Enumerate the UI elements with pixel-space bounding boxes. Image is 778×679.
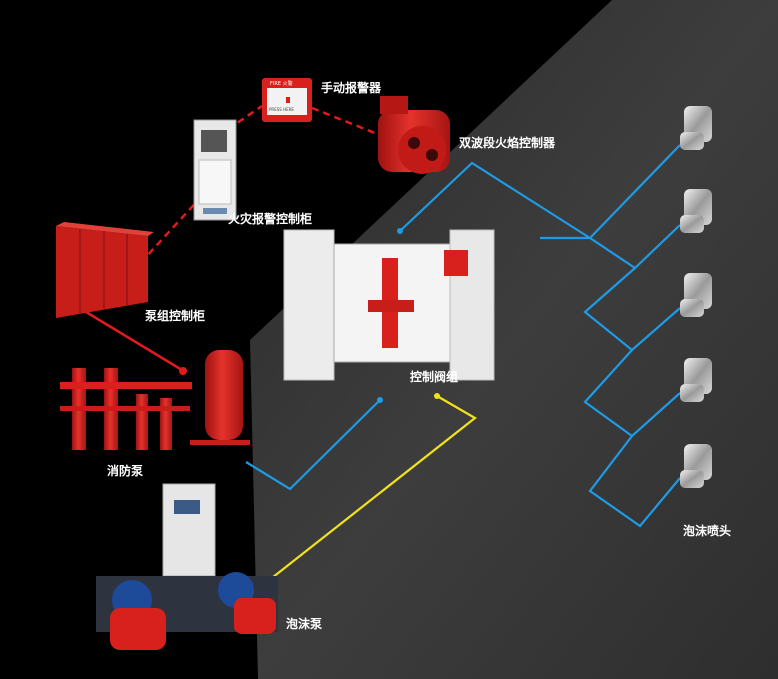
pump-cabinet-link-dot <box>179 367 187 375</box>
background-wedge <box>250 0 778 679</box>
fire-pump-device <box>60 350 250 450</box>
foam-nozzle <box>680 358 712 402</box>
foam-nozzle-label: 泡沫喷头 <box>683 524 732 538</box>
manual-alarm-plate-text: FIRE 火警 <box>270 80 293 87</box>
foam-pump-label: 泡沫泵 <box>286 617 323 631</box>
manual-alarm-device: FIRE 火警 PRESS HERE <box>262 78 312 122</box>
flame-controller-device <box>378 96 450 174</box>
control-valve-label: 控制阀组 <box>410 370 459 384</box>
foam-nozzle <box>680 189 712 233</box>
blue-link-dot-top <box>397 228 403 234</box>
yellow-link-dot <box>434 393 440 399</box>
fire-alarm-cabinet-device <box>193 119 237 221</box>
fire-pump-label: 消防泵 <box>107 464 144 478</box>
foam-nozzle <box>680 106 712 150</box>
foam-nozzle-group <box>680 106 712 488</box>
pump-control-cabinet-device <box>56 222 154 318</box>
blue-links <box>245 144 681 528</box>
alarm-links <box>144 104 386 259</box>
control-valve-cabinet-device <box>283 229 495 381</box>
manual-alarm-press-text: PRESS HERE <box>269 107 294 112</box>
yellow-link <box>262 395 477 586</box>
manual-alarm-label: 手动报警器 <box>321 81 382 95</box>
pump-cabinet-link <box>85 310 183 372</box>
blue-link-dot-mid <box>377 397 383 403</box>
foam-nozzle <box>680 273 712 317</box>
pump-control-cabinet-label: 泵组控制柜 <box>145 309 206 323</box>
flame-controller-label: 双波段火焰控制器 <box>459 136 556 150</box>
foam-pump-device <box>96 483 278 650</box>
fire-alarm-cabinet-label: 火灾报警控制柜 <box>228 212 313 226</box>
foam-nozzle <box>680 444 712 488</box>
